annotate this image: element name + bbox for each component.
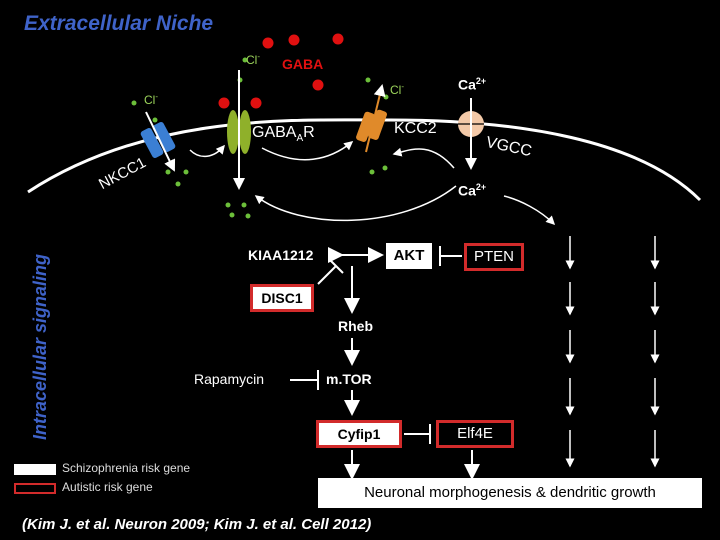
cyfip1-node: Cyfip1 bbox=[316, 420, 402, 448]
cl-label-nkcc1: Cl- bbox=[144, 92, 159, 107]
disc1-inhibit-bar bbox=[328, 258, 344, 274]
vgcc-channel bbox=[458, 98, 484, 170]
gabaa-to-kcc2-arrow bbox=[261, 141, 354, 161]
nkcc1-to-gabaa-arrow bbox=[189, 144, 225, 158]
ca-to-right-arrow bbox=[503, 195, 556, 226]
cl-label-kcc2: Cl- bbox=[390, 82, 405, 97]
disc1-inhibit-line bbox=[317, 265, 337, 285]
kcc2-label: KCC2 bbox=[394, 120, 437, 137]
nkcc1-channel bbox=[140, 111, 176, 172]
citation: (Kim J. et al. Neuron 2009; Kim J. et al… bbox=[22, 516, 372, 533]
kiaa1212-node: KIAA1212 bbox=[248, 247, 314, 263]
cl-label-gabaa: Cl- bbox=[246, 52, 261, 67]
schizophrenia-legend-label: Schizophrenia risk gene bbox=[62, 461, 191, 475]
pten-node: PTEN bbox=[464, 243, 524, 271]
side-label: Intracellular signaling bbox=[30, 253, 50, 440]
chloride-ions bbox=[131, 57, 389, 219]
gaba-label: GABA bbox=[282, 56, 324, 72]
vgcc-to-kcc2-arrow bbox=[392, 147, 455, 169]
elf4e-node: Elf4E bbox=[436, 420, 514, 448]
disc1-node: DISC1 bbox=[250, 284, 314, 312]
gaba-molecules bbox=[218, 33, 344, 109]
outcome-box: Neuronal morphogenesis & dendritic growt… bbox=[318, 478, 702, 508]
mtor-node: m.TOR bbox=[326, 371, 372, 387]
page-title: Extracellular Niche bbox=[24, 12, 214, 35]
gabaa-r-label: GABAAR bbox=[252, 124, 315, 145]
schizophrenia-legend-swatch bbox=[14, 464, 56, 475]
rapamycin-label: Rapamycin bbox=[194, 371, 265, 387]
gabaa-receptor bbox=[227, 70, 251, 190]
akt-node: AKT bbox=[386, 243, 432, 269]
kcc2-channel bbox=[356, 84, 387, 153]
ca-extracellular-label: Ca2+ bbox=[458, 76, 487, 93]
ca-intracellular-label: Ca2+ bbox=[458, 182, 487, 199]
rheb-node: Rheb bbox=[338, 318, 373, 334]
autistic-legend-label: Autistic risk gene bbox=[62, 480, 153, 494]
autistic-legend-swatch bbox=[14, 483, 56, 494]
ca-to-gabaa-arrow bbox=[254, 185, 457, 222]
